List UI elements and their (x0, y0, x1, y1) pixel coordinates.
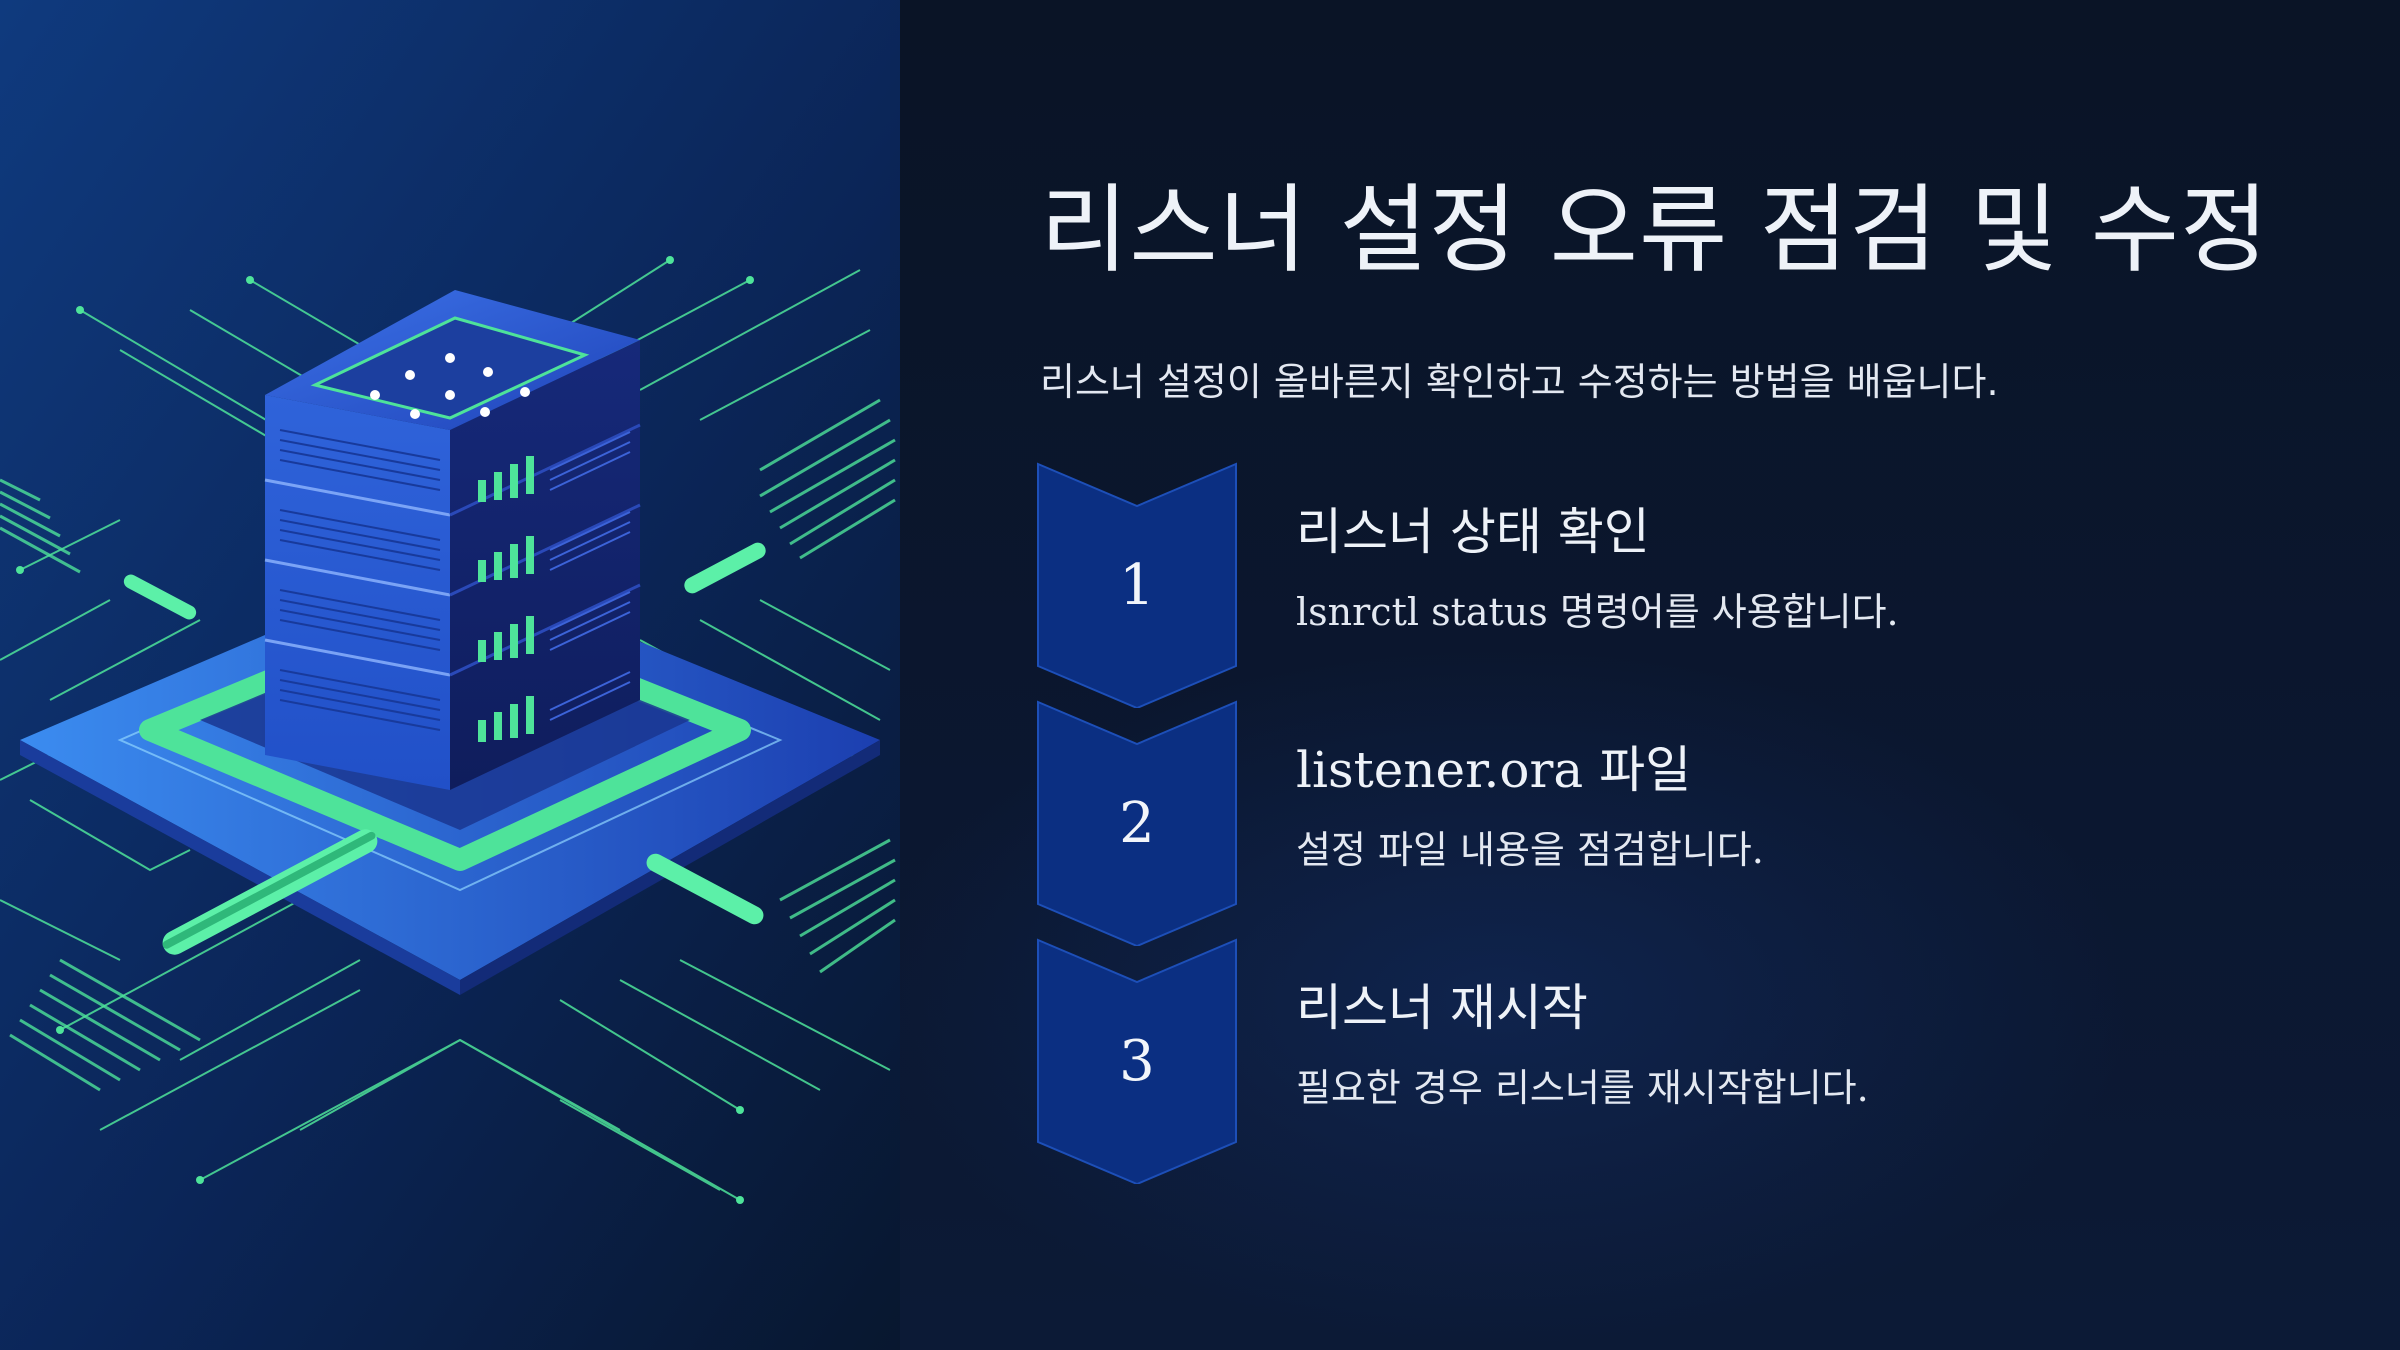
step-number: 3 (1119, 1028, 1155, 1094)
chevron-down-icon (1036, 938, 1238, 1184)
step-title: listener.ora 파일 (1296, 741, 1692, 799)
step-description: 설정 파일 내용을 점검합니다. (1296, 828, 1764, 872)
step-2: 2 listener.ora 파일 설정 파일 내용을 점검합니다. (1036, 700, 2376, 946)
slide-subtitle: 리스너 설정이 올바른지 확인하고 수정하는 방법을 배웁니다. (1040, 360, 1999, 404)
step-title: 리스너 상태 확인 (1296, 503, 1650, 561)
step-number: 2 (1119, 790, 1155, 856)
step-description: lsnrctl status 명령어를 사용합니다. (1296, 590, 1899, 634)
slide-title: 리스너 설정 오류 점검 및 수정 (1040, 174, 2270, 286)
step-1: 1 리스너 상태 확인 lsnrctl status 명령어를 사용합니다. (1036, 462, 2376, 708)
step-number: 1 (1119, 552, 1155, 618)
isometric-server-icon (0, 0, 900, 1350)
step-description: 필요한 경우 리스너를 재시작합니다. (1296, 1066, 1869, 1110)
step-title: 리스너 재시작 (1296, 979, 1588, 1037)
step-3: 3 리스너 재시작 필요한 경우 리스너를 재시작합니다. (1036, 938, 2376, 1184)
chevron-down-icon (1036, 700, 1238, 946)
chevron-down-icon (1036, 462, 1238, 708)
